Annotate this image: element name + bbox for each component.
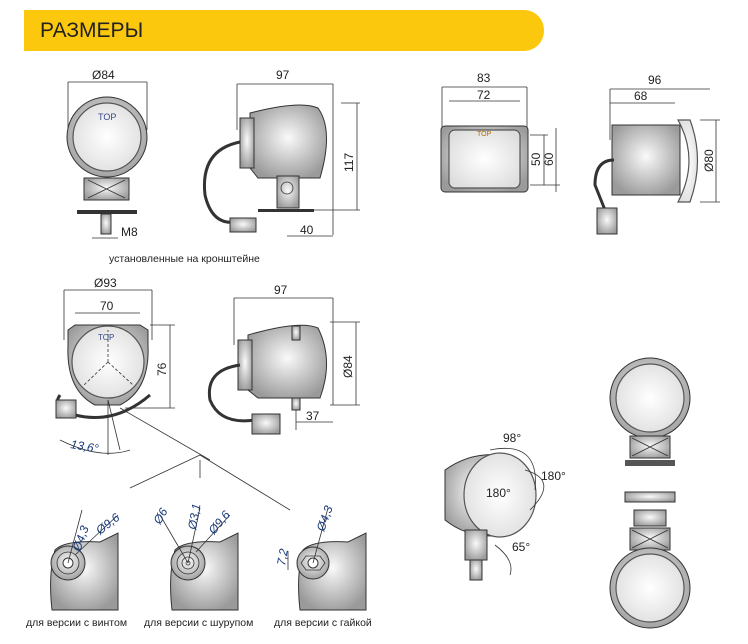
angle-label: 13,6° <box>69 437 99 456</box>
lamp2-top-mark: TOP <box>477 131 492 138</box>
mount2-hole-diameter: Ø3,1 <box>185 502 203 531</box>
mount3-caption: для версии с гайкой <box>274 617 372 629</box>
lamp3-width-label: 70 <box>100 299 114 313</box>
lamp2-inner-width-label: 72 <box>477 88 491 102</box>
lamp3-height-label: 76 <box>155 362 169 376</box>
lamp1-side-view <box>202 83 360 237</box>
lamp2-side-view <box>593 88 720 235</box>
lamp2-length-label: 96 <box>648 73 662 87</box>
lamp1-caption: установленные на кронштейне <box>109 253 260 265</box>
mount-details <box>50 507 367 611</box>
lamp3-top-mark: TOP <box>98 333 114 342</box>
section-header: РАЗМЕРЫ <box>24 10 544 51</box>
lamp1-front-view <box>66 81 148 239</box>
rotation-down-label: 65° <box>512 540 530 554</box>
thread-label: M8 <box>121 225 138 239</box>
rotation-center-label: 180° <box>486 486 511 500</box>
lamp1-height-label: 117 <box>342 153 356 172</box>
lamp2-inner-height-label: 50 <box>529 152 543 166</box>
stacked-lamps-view <box>609 357 691 629</box>
page-title: РАЗМЕРЫ <box>40 19 144 42</box>
lamp3-side-view <box>207 297 360 435</box>
lamp2-outer-height-label: 60 <box>542 152 556 166</box>
lamp1-diameter-label: Ø84 <box>92 68 115 82</box>
lamp3-diameter-label: Ø93 <box>94 276 117 290</box>
rotation-right-label: 180° <box>541 469 566 483</box>
rotation-diagram <box>444 448 545 581</box>
mount2-outer-diameter: Ø9,6 <box>205 508 233 538</box>
mount1-caption: для версии с винтом <box>26 617 127 629</box>
lamp3-depth-label: 37 <box>306 409 320 423</box>
bracket-label: 40 <box>300 223 314 237</box>
lamp3-length-label: 97 <box>274 283 288 297</box>
mount2-caption: для версии с шурупом <box>144 617 253 629</box>
lamp2-front-view <box>440 86 560 193</box>
lamp2-diameter-label: Ø80 <box>702 149 716 172</box>
mount2-diameter-6: Ø6 <box>150 505 171 527</box>
lamp3-side-diameter-label: Ø84 <box>341 355 355 378</box>
lamp2-width-label: 83 <box>477 71 491 85</box>
lamp3-front-view <box>55 289 291 511</box>
top-mark: TOP <box>98 112 116 122</box>
lamp1-length-label: 97 <box>276 68 290 82</box>
mount3-hole-diameter: Ø4,3 <box>313 503 336 533</box>
rotation-up-label: 98° <box>503 431 521 445</box>
lamp2-inner-length-label: 68 <box>634 89 648 103</box>
mount3-nut-size: 7,2 <box>274 547 291 566</box>
